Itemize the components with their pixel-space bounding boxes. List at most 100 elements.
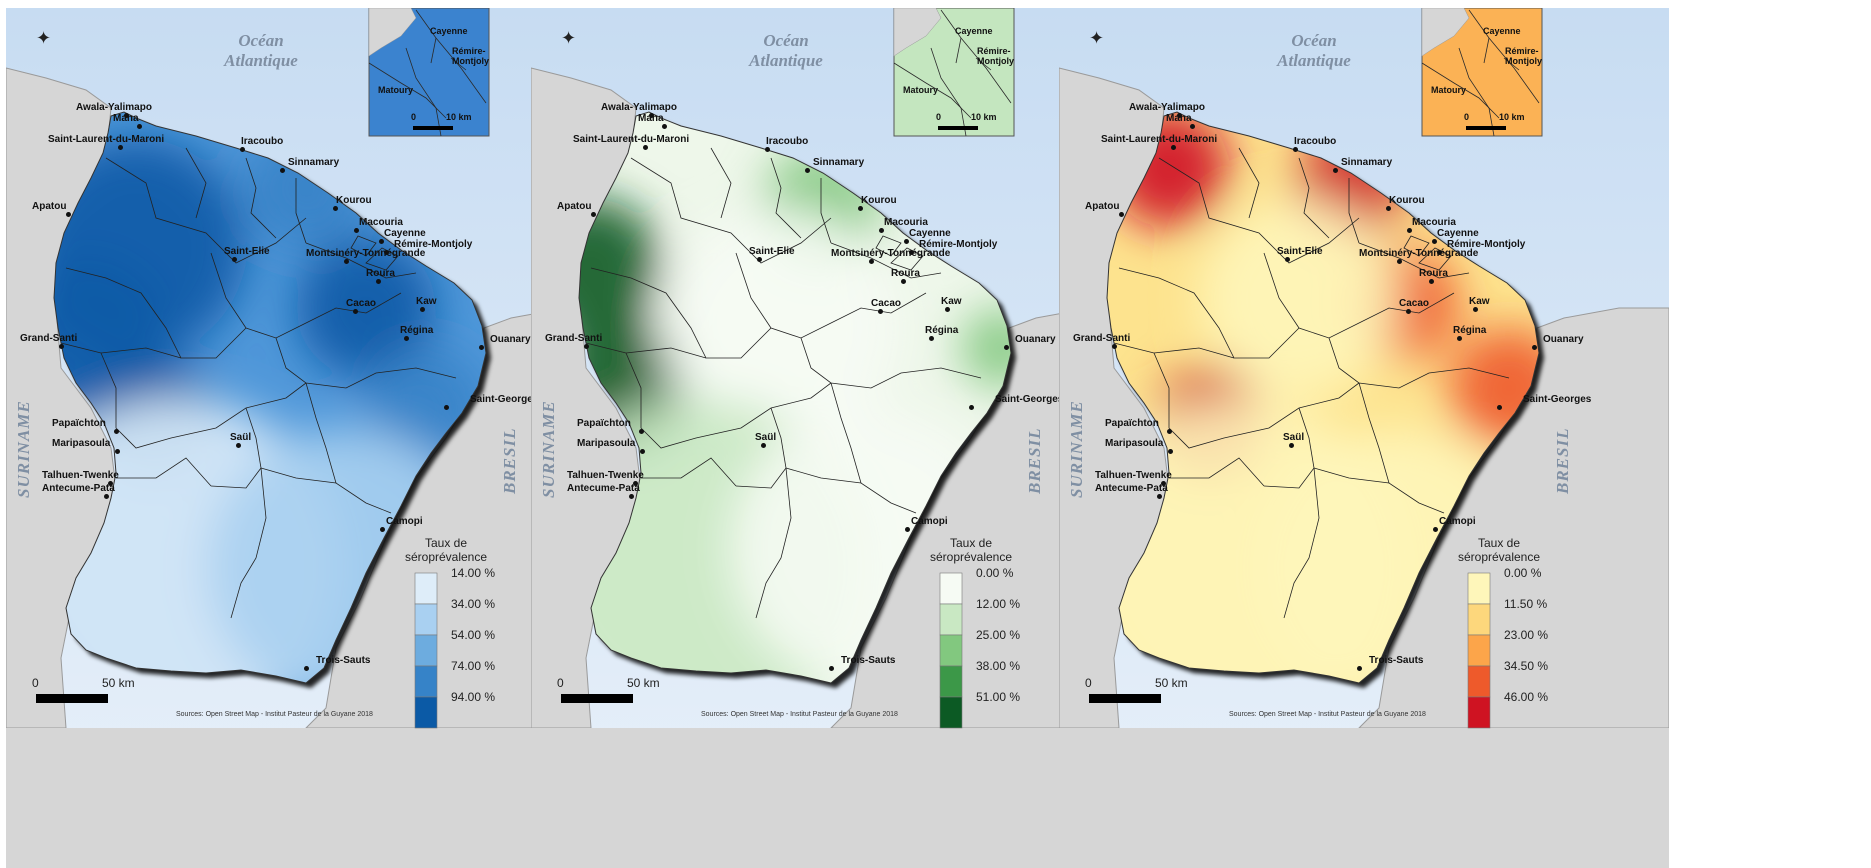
town-marker <box>108 481 113 486</box>
town-marker <box>929 336 934 341</box>
town-marker <box>591 212 596 217</box>
legend-swatch <box>939 665 963 698</box>
coastline <box>1106 111 1540 684</box>
commune-border <box>1403 235 1430 257</box>
commune-border <box>1358 382 1390 484</box>
inset-label-cayenne: Cayenne <box>955 26 993 36</box>
town-marker <box>114 429 119 434</box>
town-marker <box>1190 124 1195 129</box>
country-label-suriname: SURINAME <box>14 400 33 498</box>
town-label: Mana <box>113 113 139 124</box>
town-marker <box>1457 336 1462 341</box>
country-label-suriname: SURINAME <box>1067 400 1086 498</box>
commune-border <box>800 337 982 389</box>
scale-label-fifty: 50 km <box>627 676 660 690</box>
town-label: Awala-Yalimapo <box>601 102 677 113</box>
inset-scale-zero: 0 <box>936 112 942 122</box>
scale-bar <box>36 694 108 703</box>
commune-border <box>1263 252 1455 339</box>
scale-label-fifty: 50 km <box>102 676 135 690</box>
ocean-label: Océan Atlantique <box>749 31 823 70</box>
commune-border <box>820 178 832 244</box>
commune-border <box>116 457 212 487</box>
legend-value: 46.00 % <box>1504 690 1549 704</box>
heat-blob <box>296 238 436 378</box>
town-label: Kaw <box>416 296 437 307</box>
town-marker <box>1177 113 1182 118</box>
legend-swatch <box>1467 696 1491 729</box>
town-marker <box>479 345 484 350</box>
town-marker <box>104 494 109 499</box>
commune-border <box>1283 467 1320 619</box>
town-marker <box>662 124 667 129</box>
town-label: Cayenne <box>1437 228 1479 239</box>
town-label: Maripasoula <box>1105 438 1164 449</box>
inset-border <box>450 57 467 71</box>
inset-border <box>975 57 992 71</box>
town-label: Mana <box>638 113 664 124</box>
town-label: Grand-Santi <box>1073 333 1131 344</box>
town-marker <box>1167 429 1172 434</box>
heat-blob <box>961 308 1011 388</box>
town-label: Cacao <box>871 298 902 309</box>
commune-border <box>275 337 457 389</box>
town-label: Talhuen-Twenke <box>42 470 119 481</box>
town-marker <box>124 113 129 118</box>
inset-scale-ten: 10 km <box>1499 112 1525 122</box>
town-label: Mana <box>1166 113 1192 124</box>
town-label: Camopi <box>1439 516 1476 527</box>
town-label: Kourou <box>336 195 372 206</box>
commune-border <box>1113 342 1235 359</box>
inset-border <box>930 47 967 137</box>
legend-value: 25.00 % <box>976 628 1021 642</box>
town-marker <box>858 206 863 211</box>
legend-value: 34.00 % <box>451 597 496 611</box>
heat-blob <box>1199 198 1399 398</box>
town-marker <box>765 147 770 152</box>
town-marker <box>1532 345 1537 350</box>
town-label: Kaw <box>1469 296 1490 307</box>
commune-border <box>710 147 732 219</box>
town-label: Ouanary <box>1543 334 1584 345</box>
commune-border <box>105 157 307 264</box>
town-marker <box>137 124 142 129</box>
inset-borders <box>1421 9 1540 137</box>
legend-swatch <box>939 696 963 729</box>
town-marker <box>444 405 449 410</box>
town-marker <box>584 344 589 349</box>
inset-label-matoury: Matoury <box>1431 85 1467 95</box>
sources-note: Sources: Open Street Map - Institut Past… <box>176 711 373 718</box>
inset-scale-ten: 10 km <box>971 112 997 122</box>
commune-border <box>1238 147 1260 219</box>
town-label: Camopi <box>911 516 948 527</box>
inset-label-remire: Rémire- Montjoly <box>1505 46 1542 66</box>
town-label: Saint-Laurent-du-Maroni <box>573 134 690 145</box>
town-label: Saint-Elie <box>224 246 270 257</box>
town-marker <box>1289 443 1294 448</box>
inset-borders <box>893 9 1012 137</box>
legend-swatch <box>414 665 438 698</box>
inset-label-remire: Rémire- Montjoly <box>977 46 1014 66</box>
town-marker <box>354 228 359 233</box>
legend-swatch <box>1467 603 1491 636</box>
town-label: Papaïchton <box>52 418 106 429</box>
town-label: Antecume-Pata <box>1095 483 1168 494</box>
town-marker <box>1285 257 1290 262</box>
commune-border <box>1118 267 1300 359</box>
legend-swatch <box>414 603 438 636</box>
town-marker <box>904 239 909 244</box>
town-marker <box>1406 309 1411 314</box>
town-label: Saint-Georges <box>1523 394 1592 405</box>
legend-swatch <box>939 634 963 667</box>
town-label: Roura <box>366 268 395 279</box>
commune-border <box>185 147 207 219</box>
town-label: Kaw <box>941 296 962 307</box>
town-marker <box>1171 145 1176 150</box>
commune-border <box>625 352 832 449</box>
legend-title: Taux de séroprévalence <box>404 536 488 564</box>
town-label: Saint-Elie <box>749 246 795 257</box>
town-label: Régina <box>1453 325 1487 336</box>
town-label: Macouria <box>1412 217 1456 228</box>
inset-label-remire: Rémire- Montjoly <box>452 46 489 66</box>
